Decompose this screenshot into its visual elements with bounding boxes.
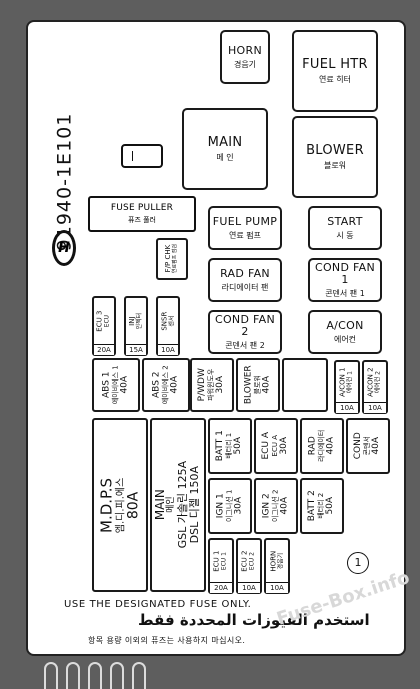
fuse-ecu-3[interactable]: ECU 3 ECU 20A	[92, 296, 116, 356]
fuse-batt-1[interactable]: BATT 1 배터리 1 50A	[208, 418, 252, 474]
relay-cond-fan-2[interactable]: COND FAN 2 콘덴서 팬 2	[208, 310, 282, 354]
fuse-main[interactable]: MAIN 메인 GSL 가솔린 125A DSL 디젤 150A	[150, 418, 206, 592]
fuse-horn[interactable]: HORN 경음기 10A	[264, 538, 290, 594]
relay-fuel-pump[interactable]: FUEL PUMP 연료 펌프	[208, 206, 282, 250]
fuse-acon-2[interactable]: A/CON 2 에어컨 2 10A	[362, 360, 388, 414]
fuse-ecu-2[interactable]: ECU 2 ECU 2 10A	[236, 538, 262, 594]
relay-cond-fan-1[interactable]: COND FAN 1 콘덴서 팬 1	[308, 258, 382, 302]
fuse-ign-2[interactable]: IGN 2 이그니션 2 40A	[254, 478, 298, 534]
fuse-inj[interactable]: INJ 인젝터 15A	[124, 296, 148, 356]
bottom-clip	[88, 662, 102, 689]
relay-a-con[interactable]: A/CON 에어컨	[308, 310, 382, 354]
bottom-clip	[44, 662, 58, 689]
relay-fuel-htr[interactable]: FUEL HTR 연료 히터	[292, 30, 378, 112]
fuse-cond[interactable]: COND 콘덴서 40A	[346, 418, 390, 474]
circle-marker: 1	[347, 552, 369, 574]
fp-chk-connector[interactable]: F/P CHK 연료펌프 점검	[156, 238, 188, 280]
fuse-mdps[interactable]: M.D.P.S 엠.디.피.에스 80A	[92, 418, 148, 592]
fuse-abs-1[interactable]: ABS 1 에이비에스 1 40A	[92, 358, 140, 412]
spare-fuse-tab	[121, 144, 163, 168]
relay-start[interactable]: START 시 동	[308, 206, 382, 250]
notice-korean: 항목 용량 이외의 퓨즈는 사용하지 마십시오.	[88, 636, 246, 645]
fuse-batt-2[interactable]: BATT 2 배터리 2 50A	[300, 478, 344, 534]
bottom-clip	[132, 662, 146, 689]
notice-english: USE THE DESIGNATED FUSE ONLY.	[64, 599, 252, 610]
fuse-p-wdw[interactable]: P/WDW 파워윈도우 30A	[190, 358, 234, 412]
relay-rad-fan[interactable]: RAD FAN 라디에이터 팬	[208, 258, 282, 302]
fuse-ign-1[interactable]: IGN 1 이그니션 1 30A	[208, 478, 252, 534]
fuse-ecu-1[interactable]: ECU 1 ECU 1 20A	[208, 538, 234, 594]
fuse-box-panel: 91940-1E101 H FUSE PULLER 퓨즈 풀러 HORN 경음기…	[26, 20, 406, 656]
notice-arabic: استخدم الفيوزات المحددة فقط	[138, 611, 370, 629]
fuse-puller: FUSE PULLER 퓨즈 풀러	[88, 196, 196, 232]
fuse-rad[interactable]: RAD 라디에이터 40A	[300, 418, 344, 474]
bottom-clip	[110, 662, 124, 689]
fuse-acon-1[interactable]: A/CON 1 에어컨 1 10A	[334, 360, 360, 414]
empty-fuse-slot	[282, 358, 328, 412]
relay-horn[interactable]: HORN 경음기	[220, 30, 270, 84]
fuse-snsr[interactable]: SNSR 센서 10A	[156, 296, 180, 356]
relay-main[interactable]: MAIN 메 인	[182, 108, 268, 190]
hyundai-logo-icon: H	[52, 230, 76, 266]
fuse-ecu-a[interactable]: ECU A ECU A 30A	[254, 418, 298, 474]
relay-blower[interactable]: BLOWER 블로워	[292, 116, 378, 198]
fuse-blower[interactable]: BLOWER 블로워 40A	[236, 358, 280, 412]
bottom-clip	[66, 662, 80, 689]
fuse-abs-2[interactable]: ABS 2 에이비에스 2 40A	[142, 358, 190, 412]
